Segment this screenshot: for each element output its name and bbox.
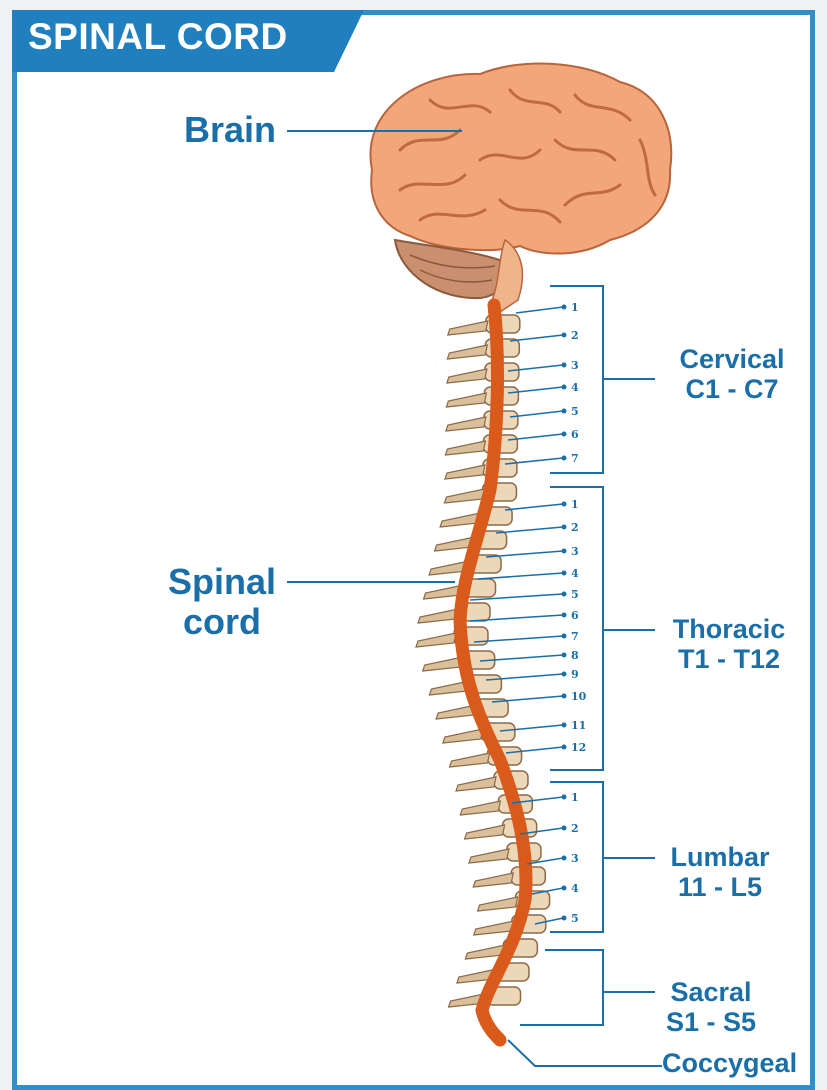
vertebra-marker-dot (562, 856, 567, 861)
spinous-process (465, 825, 505, 839)
vertebra-number: 1 (571, 791, 579, 804)
vertebra-number: 4 (571, 381, 579, 394)
spinous-process (448, 321, 488, 335)
thoracic-name: Thoracic (662, 615, 796, 645)
vertebra-marker-dot (562, 333, 567, 338)
vertebra-marker-dot (562, 385, 567, 390)
spinous-process (446, 417, 486, 431)
vertebra-marker-dot (562, 456, 567, 461)
sacral-range: S1 - S5 (656, 1008, 766, 1038)
vertebra-marker-dot (562, 409, 567, 414)
vertebra-marker-line (486, 551, 563, 557)
vertebra-number: 6 (571, 609, 579, 622)
spinous-process (444, 489, 484, 503)
vertebra-number: 5 (571, 588, 579, 601)
vertebra-number: 2 (571, 329, 579, 342)
vertebra-marker-dot (562, 525, 567, 530)
sacral-bracket (520, 950, 655, 1025)
vertebra-marker-dot (562, 723, 567, 728)
vertebra-number: 4 (571, 567, 579, 580)
vertebra-number: 5 (571, 405, 579, 418)
spinous-process (418, 609, 458, 623)
vertebra-number: 11 (571, 719, 586, 732)
vertebra-marker-dot (562, 672, 567, 677)
vertebra-marker-line (478, 573, 563, 579)
vertebra-marker-line (516, 307, 563, 313)
vertebra-marker-dot (562, 886, 567, 891)
vertebra-number: 1 (571, 301, 579, 314)
vertebra-number: 8 (571, 649, 579, 662)
thoracic-range: T1 - T12 (662, 645, 796, 675)
vertebra-number: 6 (571, 428, 579, 441)
spinal-cord-label-line2: cord (168, 602, 276, 642)
vertebra-marker-dot (562, 653, 567, 658)
lumbar-name: Lumbar (660, 843, 780, 873)
cervical-label: Cervical C1 - C7 (668, 345, 796, 404)
cervical-bracket (550, 286, 655, 473)
vertebra-marker-dot (562, 613, 567, 618)
spinous-process (447, 345, 487, 359)
sacral-label: Sacral S1 - S5 (656, 978, 766, 1037)
vertebra-marker-dot (562, 592, 567, 597)
vertebra-marker-line (496, 527, 563, 533)
spinous-process (469, 849, 509, 863)
vertebra-number: 3 (571, 359, 579, 372)
thoracic-bracket (550, 487, 655, 770)
vertebra-number: 12 (571, 741, 586, 754)
spinal-cord-label-line1: Spinal (168, 562, 276, 602)
vertebra-marker-dot (562, 634, 567, 639)
vertebra-marker-dot (562, 549, 567, 554)
vertebra-marker-dot (562, 795, 567, 800)
cervical-name: Cervical (668, 345, 796, 375)
spinous-process (473, 873, 513, 887)
spinous-process (447, 369, 487, 383)
vertebra-marker-dot (562, 916, 567, 921)
lumbar-label: Lumbar 11 - L5 (660, 843, 780, 902)
vertebra-number: 10 (571, 690, 587, 703)
vertebra-marker-dot (562, 305, 567, 310)
vertebra-marker-line (510, 411, 563, 417)
spinous-process (443, 729, 483, 743)
vertebra-number: 7 (571, 452, 579, 465)
vertebra-marker-dot (562, 745, 567, 750)
vertebra-marker-dot (562, 694, 567, 699)
spinous-process (416, 633, 456, 647)
vertebra-number: 5 (571, 912, 579, 925)
spinous-process (478, 897, 518, 911)
spinous-process (445, 465, 485, 479)
vertebra-marker-dot (562, 502, 567, 507)
coccygeal-label: Coccygeal (662, 1049, 797, 1079)
vertebra-number: 1 (571, 498, 579, 511)
vertebra-number: 7 (571, 630, 579, 643)
vertebra-marker-line (505, 504, 563, 510)
coccygeal-pointer (508, 1040, 662, 1066)
vertebra-number: 3 (571, 852, 579, 865)
vertebra-marker-dot (562, 826, 567, 831)
vertebra-marker-dot (562, 363, 567, 368)
spinous-process (474, 921, 514, 935)
vertebra-marker-dot (562, 432, 567, 437)
sacral-name: Sacral (656, 978, 766, 1008)
spinal-cord-label: Spinal cord (168, 562, 276, 641)
vertebra-number: 9 (571, 668, 579, 681)
brain-illustration (370, 64, 671, 312)
spinous-process (423, 657, 463, 671)
cervical-range: C1 - C7 (668, 375, 796, 405)
spinous-process (450, 753, 490, 767)
brain-label: Brain (184, 110, 276, 150)
spinous-process (445, 441, 485, 455)
spinous-process (460, 801, 500, 815)
vertebra-number: 2 (571, 521, 579, 534)
spinous-process (446, 393, 486, 407)
spinous-process (456, 777, 496, 791)
vertebra-marker-line (510, 335, 563, 341)
lumbar-range: 11 - L5 (660, 873, 780, 903)
vertebra-number: 3 (571, 545, 579, 558)
vertebra-number: 4 (571, 882, 579, 895)
vertebra-number: 2 (571, 822, 579, 835)
thoracic-label: Thoracic T1 - T12 (662, 615, 796, 674)
vertebra-marker-dot (562, 571, 567, 576)
